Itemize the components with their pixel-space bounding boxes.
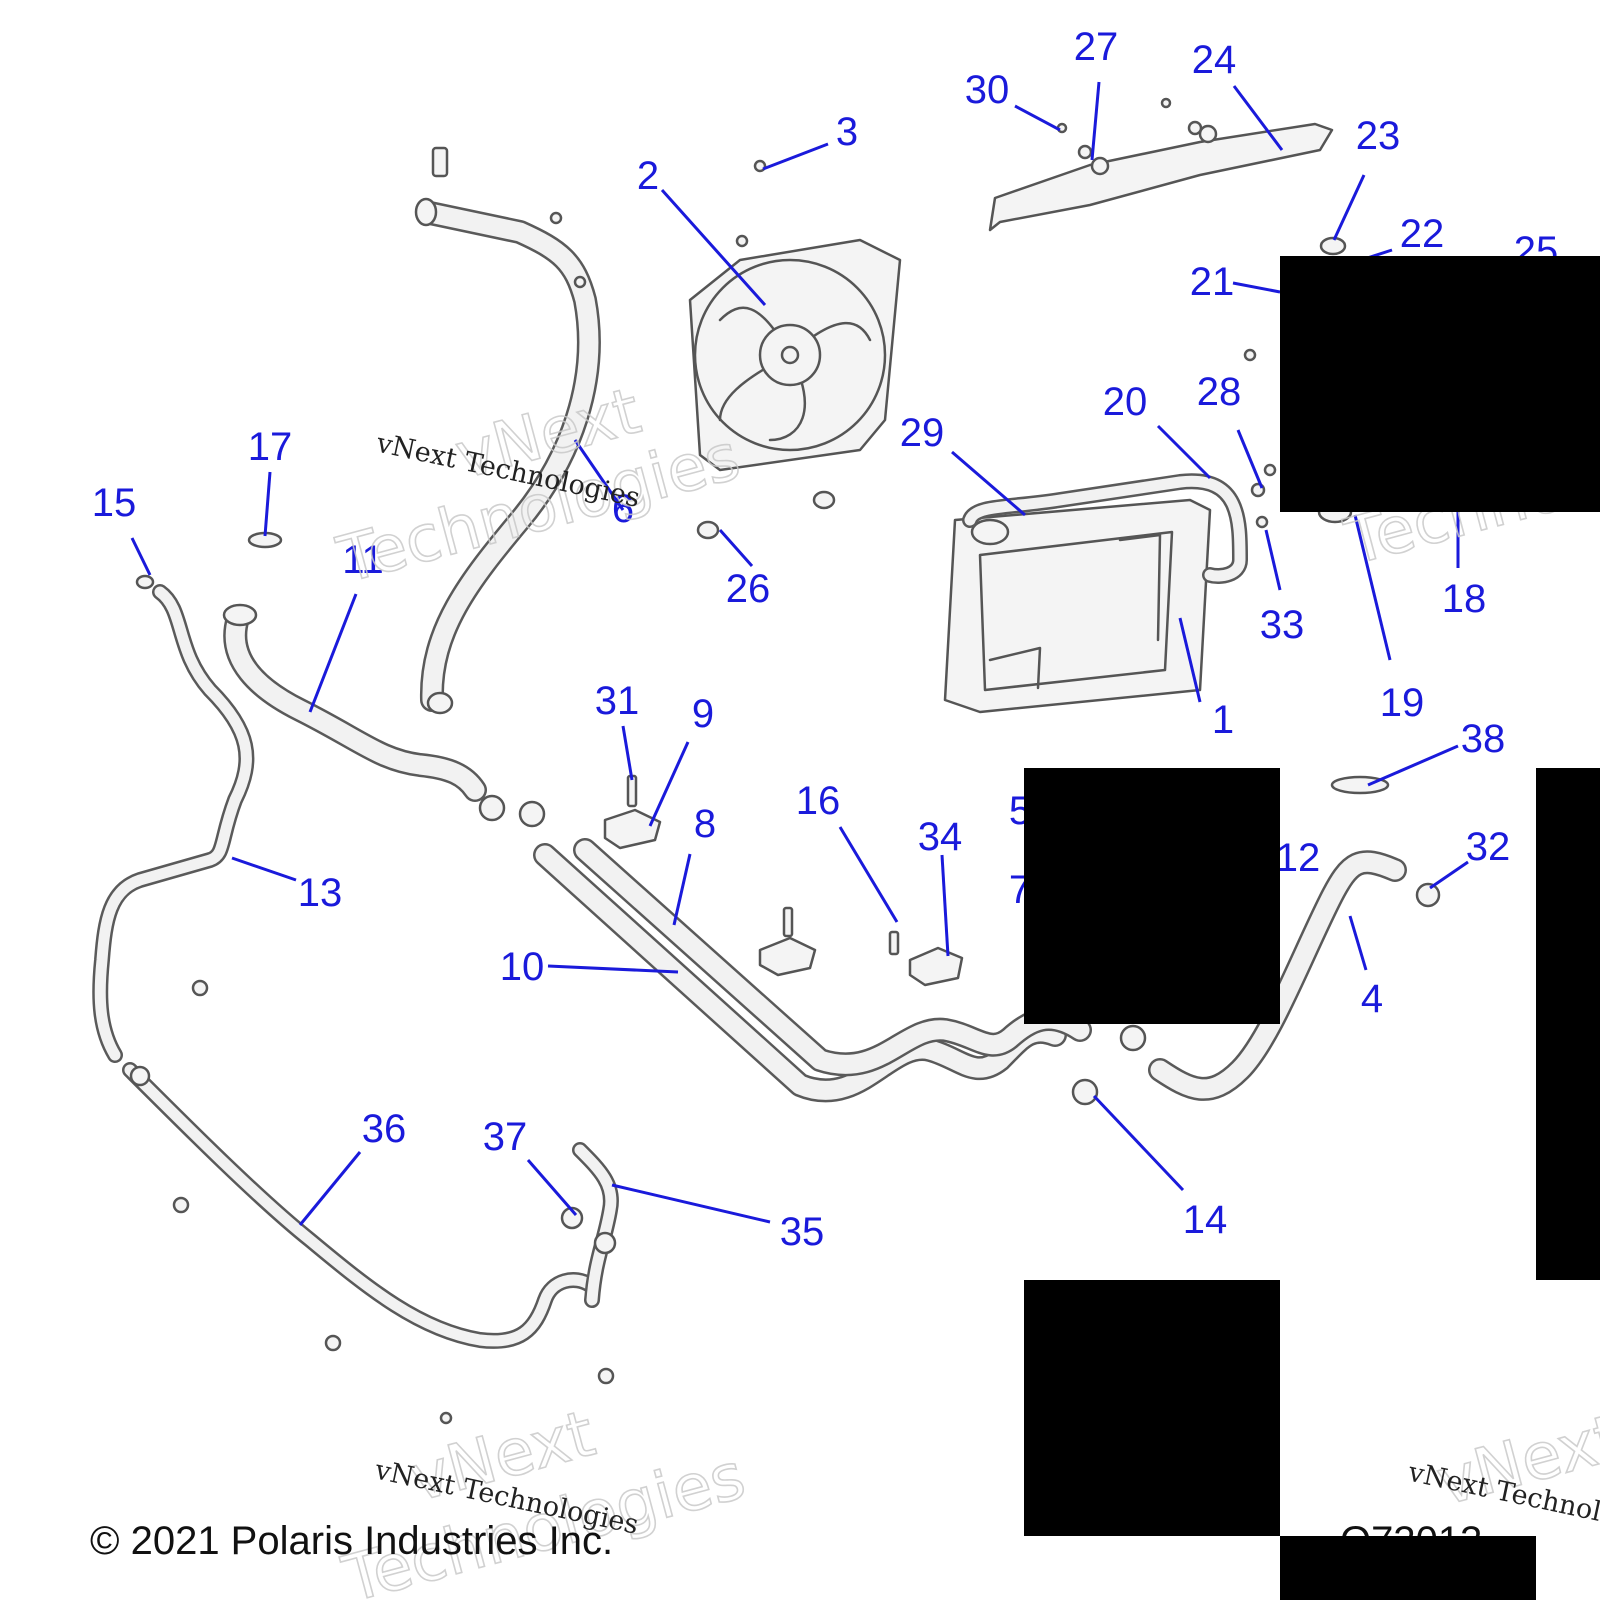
leader-20 xyxy=(1156,424,1212,480)
leader-11 xyxy=(308,593,358,713)
overflow-hose-20 xyxy=(962,473,1248,585)
leader-lines xyxy=(130,81,1469,1226)
callout-20: 20 xyxy=(1103,380,1148,424)
callout-10: 10 xyxy=(500,945,545,989)
mask-bottom-center xyxy=(1024,1280,1280,1536)
callout-8: 8 xyxy=(694,802,716,846)
leader-26 xyxy=(718,529,754,567)
mounting-clips xyxy=(603,774,964,987)
callout-32: 32 xyxy=(1466,825,1511,869)
leader-8 xyxy=(672,853,692,926)
hose-13 xyxy=(92,574,255,1063)
callout-13: 13 xyxy=(298,871,343,915)
redaction-masks xyxy=(1024,256,1600,1600)
p-clips xyxy=(172,979,615,1425)
leader-3 xyxy=(762,142,829,171)
leader-1 xyxy=(1178,617,1202,703)
callout-9: 9 xyxy=(692,692,714,736)
callout-29: 29 xyxy=(900,411,945,455)
callout-33: 33 xyxy=(1260,603,1305,647)
callout-18: 18 xyxy=(1442,577,1487,621)
callout-16: 16 xyxy=(796,779,841,823)
mask-right-edge xyxy=(1536,768,1600,1280)
callout-12: 12 xyxy=(1276,836,1321,880)
mask-bottom-right xyxy=(1280,1536,1536,1600)
callout-23: 23 xyxy=(1356,114,1401,158)
hose-clamps xyxy=(129,531,1441,1255)
leader-6 xyxy=(573,439,625,511)
callout-4: 4 xyxy=(1361,977,1383,1021)
leader-13 xyxy=(231,856,297,882)
callout-37: 37 xyxy=(483,1115,528,1159)
callout-15: 15 xyxy=(92,481,137,525)
leader-34 xyxy=(940,854,950,957)
fan-assembly-2 xyxy=(688,238,902,472)
leader-24 xyxy=(1232,85,1284,151)
callout-6: 6 xyxy=(612,487,634,531)
callout-35: 35 xyxy=(780,1210,825,1254)
callout-21: 21 xyxy=(1190,260,1235,304)
callout-24: 24 xyxy=(1192,38,1237,82)
hose-6 xyxy=(414,197,601,715)
hose-36 xyxy=(122,1062,598,1349)
leader-10 xyxy=(547,964,679,974)
leader-36 xyxy=(298,1151,362,1226)
parts-layer xyxy=(92,97,1441,1425)
leader-35 xyxy=(611,1183,771,1224)
callout-31: 31 xyxy=(595,679,640,723)
callout-1: 1 xyxy=(1212,698,1234,742)
leader-16 xyxy=(838,826,899,923)
leader-30 xyxy=(1014,104,1061,132)
leader-27 xyxy=(1090,81,1101,161)
leader-19 xyxy=(1353,514,1392,661)
hose-35 xyxy=(572,1142,619,1308)
callout-34: 34 xyxy=(918,815,963,859)
callout-3: 3 xyxy=(836,110,858,154)
radiator-1 xyxy=(943,498,1212,714)
leader-14 xyxy=(1092,1094,1185,1192)
hose-4 xyxy=(1148,850,1407,1101)
callout-14: 14 xyxy=(1183,1198,1228,1242)
leader-21 xyxy=(1232,281,1281,294)
callout-28: 28 xyxy=(1197,370,1242,414)
callout-17: 17 xyxy=(248,425,293,469)
copyright-text: © 2021 Polaris Industries Inc. xyxy=(90,1519,613,1563)
leader-9 xyxy=(648,741,690,827)
leader-31 xyxy=(621,725,634,781)
leader-17 xyxy=(263,471,272,537)
leader-4 xyxy=(1348,915,1368,971)
mask-top-right xyxy=(1280,256,1600,512)
leader-29 xyxy=(951,450,1026,517)
fan-screws xyxy=(549,159,767,289)
callout-26: 26 xyxy=(726,567,771,611)
grommets-26 xyxy=(696,490,836,540)
leader-23 xyxy=(1332,174,1366,241)
callout-2: 2 xyxy=(637,154,659,198)
callout-27: 27 xyxy=(1074,25,1119,69)
leader-33 xyxy=(1264,529,1282,591)
leader-15 xyxy=(130,537,152,576)
bracket-24 xyxy=(988,97,1334,232)
leader-2 xyxy=(660,188,767,307)
leader-28 xyxy=(1236,429,1264,489)
callout-22: 22 xyxy=(1400,212,1445,256)
hose-11 xyxy=(222,603,487,802)
callout-38: 38 xyxy=(1461,717,1506,761)
clip-top-left xyxy=(431,146,449,178)
callout-numbers: 1 2 3 4 5 6 7 8 9 10 11 12 13 14 15 16 1… xyxy=(92,25,1559,1254)
leader-37 xyxy=(526,1159,578,1216)
leader-32 xyxy=(1429,860,1469,890)
callout-11: 11 xyxy=(342,538,384,582)
callout-36: 36 xyxy=(362,1107,407,1151)
callout-30: 30 xyxy=(965,68,1010,112)
callout-19: 19 xyxy=(1380,681,1425,725)
leader-38 xyxy=(1367,744,1459,787)
mask-center-right xyxy=(1024,768,1280,1024)
